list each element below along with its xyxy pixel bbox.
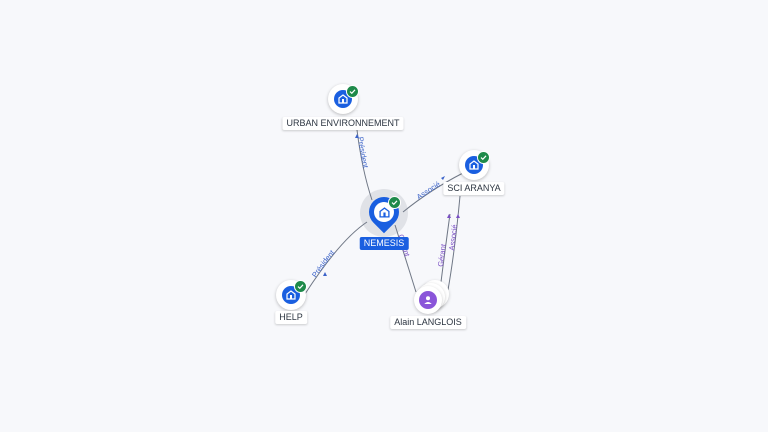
company-node-circle[interactable] — [276, 280, 306, 310]
edge-arrow — [355, 134, 359, 138]
edge-label-nemesis-sci-aranya: Associé — [415, 179, 442, 201]
edge-nemesis-sci-aranya[interactable] — [402, 172, 464, 213]
person-icon — [419, 291, 437, 309]
verified-check-icon — [477, 151, 490, 164]
edge-arrow — [323, 272, 327, 276]
person-node-circle[interactable] — [414, 286, 442, 314]
edge-label-help-nemesis: Président — [310, 248, 337, 280]
verified-check-icon — [388, 196, 401, 209]
node-label[interactable]: Alain LANGLOIS — [390, 316, 466, 329]
node-label[interactable]: SCI ARANYA — [443, 182, 505, 195]
node-label[interactable]: URBAN ENVIRONNEMENT — [282, 117, 404, 130]
edge-label-urban-nemesis: Président — [356, 136, 370, 169]
edge-alain-sci-associe[interactable] — [447, 195, 461, 291]
edge-arrow — [447, 214, 451, 218]
node-label[interactable]: NEMESIS — [359, 237, 409, 250]
edge-label-alain-sci-gerant: Gérant — [436, 242, 448, 267]
verified-check-icon — [346, 85, 359, 98]
edge-alain-nemesis[interactable] — [394, 224, 417, 293]
verified-check-icon — [294, 280, 307, 293]
edge-arrow — [456, 214, 460, 218]
node-label[interactable]: HELP — [275, 311, 307, 324]
edge-arrow — [441, 176, 445, 180]
edge-label-alain-sci-associe: Associé — [447, 224, 459, 251]
edge-help-nemesis[interactable] — [304, 221, 368, 295]
